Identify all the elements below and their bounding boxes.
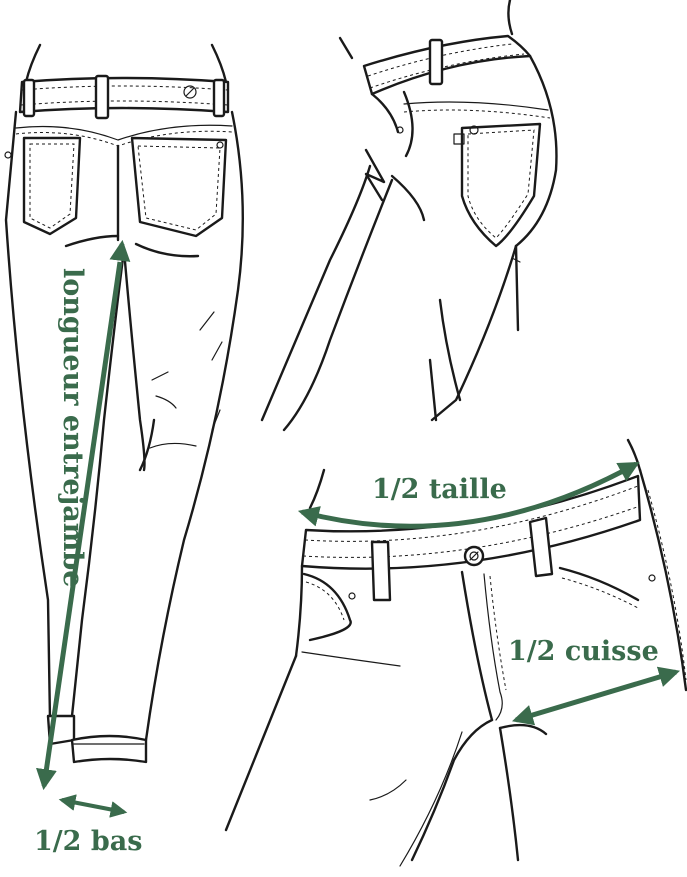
back-view-jeans (4, 43, 244, 764)
side-view-jeans (260, 0, 558, 432)
thigh-arrow (511, 666, 681, 726)
waist-label: 1/2 taille (372, 474, 507, 505)
waist-arrow (297, 461, 640, 529)
inseam-label: longueur entrejambe (57, 268, 88, 587)
thigh-label: 1/2 cuisse (508, 636, 659, 667)
hem-arrow (58, 794, 128, 818)
hem-label: 1/2 bas (34, 826, 142, 857)
inseam-arrow (36, 239, 131, 791)
